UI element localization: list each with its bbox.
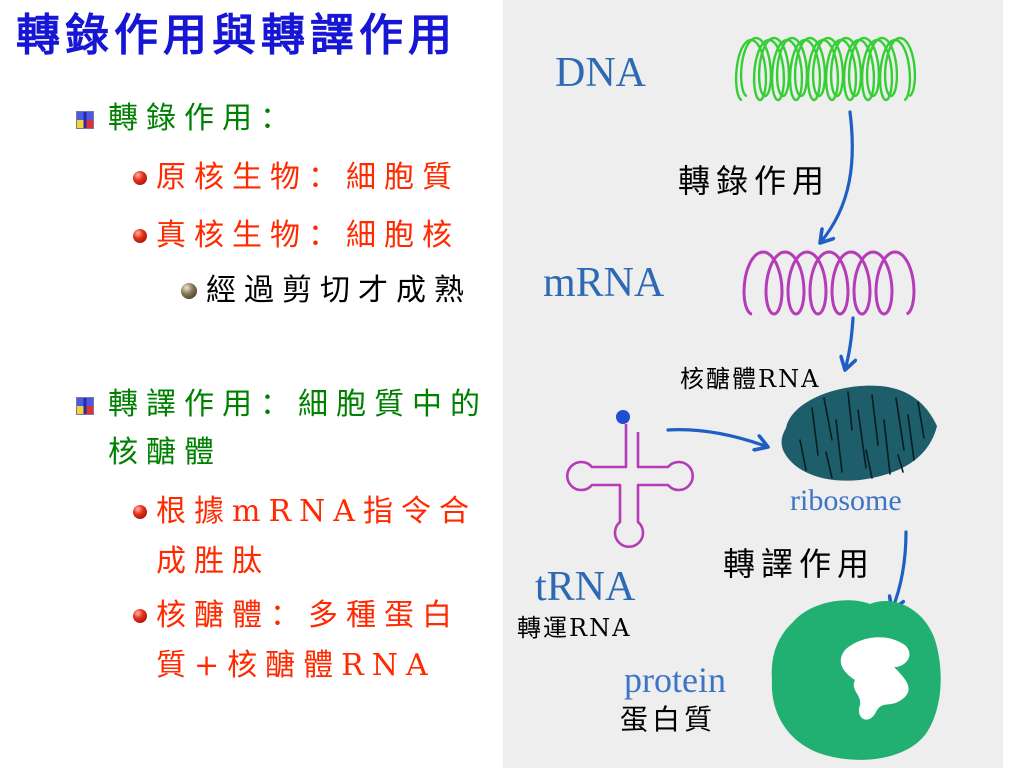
square-bullet-icon (76, 397, 94, 415)
red-ball-bullet-icon (133, 171, 147, 185)
protein-caption: 蛋白質 (620, 703, 717, 736)
gray-ball-bullet-icon (181, 283, 197, 299)
eukaryote-detail: 經過剪切才成熟 (206, 273, 472, 308)
eukaryote-point: 真核生物：細胞核 (156, 218, 460, 253)
dna-label: DNA (555, 50, 646, 96)
translation-heading-line-2: 核醣體 (108, 435, 222, 470)
red-ball-bullet-icon (133, 505, 147, 519)
ribosome-label: ribosome (790, 484, 902, 517)
ribosome-point-line-1: 核醣體：多種蛋白 (156, 598, 460, 633)
mrna-point-line-1: 根據mRNA指令合 (156, 494, 477, 529)
ribosomal-rna-caption: 核醣體RNA (680, 365, 821, 393)
prokaryote-point: 原核生物：細胞質 (156, 160, 460, 195)
transcription-heading: 轉錄作用： (108, 101, 298, 136)
square-bullet-icon (76, 111, 94, 129)
mrna-label: mRNA (543, 260, 665, 306)
protein-label: protein (624, 660, 726, 700)
ribosome-point-line-2: 質+核醣體RNA (156, 648, 436, 683)
mrna-point-line-2: 成胜肽 (156, 544, 270, 579)
red-ball-bullet-icon (133, 609, 147, 623)
transfer-rna-caption: 轉運RNA (517, 614, 632, 642)
red-ball-bullet-icon (133, 229, 147, 243)
translation-caption: 轉譯作用 (723, 545, 876, 583)
trna-label: tRNA (535, 564, 636, 610)
translation-heading-line-1: 轉譯作用：細胞質中的 (108, 387, 488, 422)
slide-title: 轉錄作用與轉譯作用 (16, 10, 457, 61)
transcription-caption: 轉錄作用 (678, 162, 831, 200)
